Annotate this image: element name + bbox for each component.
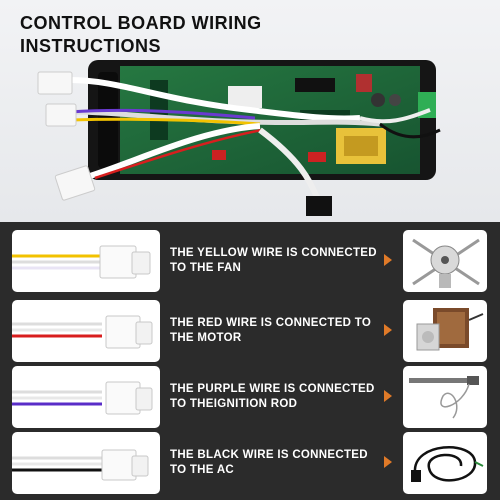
page-title: CONTROL BOARD WIRING INSTRUCTIONS [20, 12, 262, 58]
wire-plug-image [12, 230, 160, 292]
control-board-image [37, 60, 441, 216]
wire-plug-image [12, 432, 160, 494]
arrow-right-icon [384, 324, 392, 336]
title-line-2: INSTRUCTIONS [20, 36, 161, 56]
product-hero: CONTROL BOARD WIRING INSTRUCTIONS [0, 0, 500, 222]
title-line-1: CONTROL BOARD WIRING [20, 13, 262, 33]
arrow-right-icon [384, 390, 392, 402]
wire-plug-image [12, 366, 160, 428]
fan-icon [403, 230, 487, 292]
arrow-right-icon [384, 254, 392, 266]
power-cord-icon [403, 432, 487, 494]
wire-plug-image [12, 300, 160, 362]
arrow-right-icon [384, 456, 392, 468]
ignition-rod-icon [403, 366, 487, 428]
motor-icon [403, 300, 487, 362]
